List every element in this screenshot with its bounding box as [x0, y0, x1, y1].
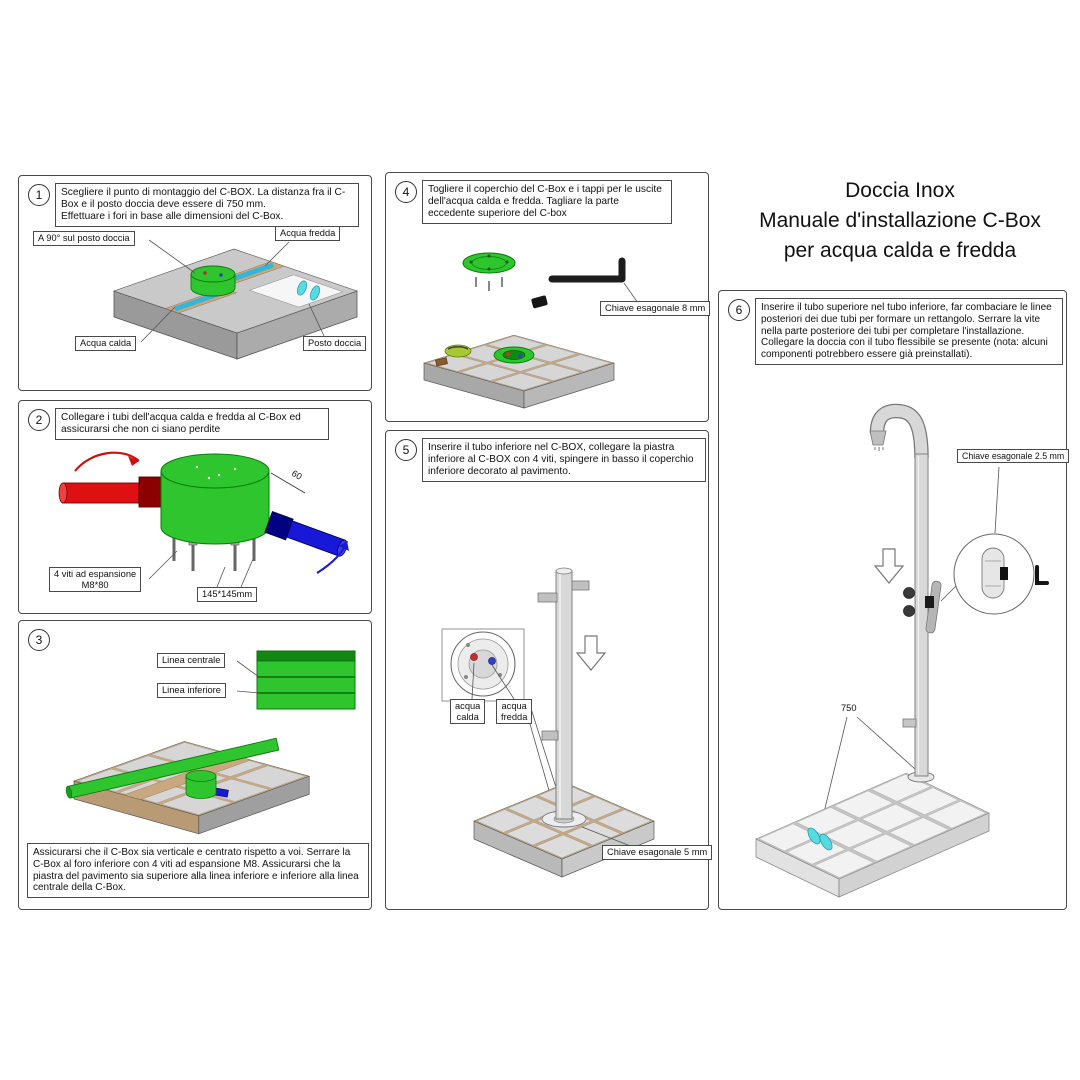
mixer-knobs — [903, 587, 915, 617]
cbox — [160, 453, 270, 545]
cbox-open-top — [493, 346, 535, 364]
leader-lines — [623, 282, 639, 304]
step-2-illustration: 60 — [58, 451, 349, 588]
step-1-illustration — [113, 239, 358, 360]
step-1-number: 1 — [28, 184, 50, 206]
cbox — [185, 770, 229, 799]
outlet-stub-lower — [541, 730, 559, 741]
outlet-stub-left — [537, 592, 558, 603]
tiled-platform — [755, 772, 990, 898]
step-4-number: 4 — [395, 181, 417, 203]
title-line-3: per acqua calda e fredda — [783, 238, 1017, 262]
step-4-instruction: Togliere il coperchio del C-Box e i tapp… — [422, 180, 672, 225]
insert-down-arrow-icon — [873, 548, 905, 584]
title-line-1: Doccia Inox — [845, 179, 955, 202]
label-plate-size: 145*145mm — [197, 587, 258, 602]
footprints-icon — [807, 827, 833, 851]
leader-lines — [140, 239, 325, 343]
step-5-number: 5 — [395, 439, 417, 461]
label-lower-line: Linea inferiore — [157, 683, 226, 698]
allen-key-icon — [1035, 565, 1049, 585]
step-6-panel: 6 Inserire il tubo superiore nel tubo in… — [718, 290, 1070, 910]
allen-key-icon — [531, 257, 626, 309]
shower-mat — [248, 274, 344, 308]
cut-cap — [531, 295, 548, 309]
flange-detail-inset — [441, 628, 525, 702]
label-hex-key-8: Chiave esagonale 8 mm — [600, 301, 711, 316]
shower-column — [869, 403, 929, 777]
step-1-panel: 1 Scegliere il punto di montaggio del C-… — [18, 175, 372, 391]
cbox — [190, 265, 236, 297]
outlet-stub-right — [571, 580, 590, 591]
label-cold-water: Acqua fredda — [275, 226, 341, 241]
step-3-panel: 3 — [18, 620, 372, 910]
step-5-panel: 5 Inserire il tubo inferiore nel C-BOX, … — [385, 430, 713, 910]
step-1-instruction: Scegliere il punto di montaggio del C-BO… — [55, 183, 359, 228]
lower-outlet — [902, 718, 917, 728]
removed-plugs — [435, 344, 472, 367]
label-shower-spot: Posto doccia — [303, 336, 367, 351]
label-angle-90: A 90° sul posto doccia — [33, 231, 135, 246]
label-cold-water: acqua fredda — [496, 699, 533, 725]
rotate-arrow-hot — [74, 451, 140, 472]
step-2-instruction: Collegare i tubi dell'acqua calda e fred… — [55, 408, 329, 441]
label-hot-water: acqua calda — [450, 699, 486, 725]
lower-tube — [537, 567, 590, 820]
step-4-panel: 4 Togliere il coperchio del C-Box e i ta… — [385, 172, 711, 422]
step-6-number: 6 — [728, 299, 750, 321]
hand-shower — [925, 580, 942, 634]
step-6-illustration — [755, 403, 1049, 898]
cbox-cover — [462, 252, 516, 291]
hot-water-hole — [470, 653, 478, 661]
title-line-2: Manuale d'installazione C-Box — [759, 208, 1041, 232]
label-center-line: Linea centrale — [157, 653, 226, 668]
set-screw — [1000, 567, 1008, 580]
step-4-illustration — [423, 252, 639, 409]
push-down-arrow-icon — [575, 635, 607, 671]
cold-water-pipe — [264, 511, 348, 557]
level-beam — [65, 737, 280, 799]
rotate-arrow-cold — [316, 540, 349, 574]
step-6-instruction: Inserire il tubo superiore nel tubo infe… — [755, 298, 1063, 365]
label-hex-key-2-5: Chiave esagonale 2.5 mm — [957, 449, 1070, 464]
step-5-illustration — [441, 567, 655, 878]
leader-lines — [994, 466, 1000, 534]
svg-text:60: 60 — [290, 468, 304, 482]
leader-lines — [236, 660, 260, 694]
dimension-60: 60 — [270, 468, 306, 494]
label-hex-key-5: Chiave esagonale 5 mm — [602, 845, 713, 860]
document-title: Doccia Inox Manuale d'installazione C-Bo… — [730, 176, 1070, 265]
label-expansion-screws: 4 viti ad espansione M8*80 — [49, 567, 142, 593]
clamp-detail-inset — [940, 533, 1049, 615]
label-hot-water: Acqua calda — [75, 336, 137, 351]
footprints-icon — [296, 280, 321, 301]
step-5-instruction: Inserire il tubo inferiore nel C-BOX, co… — [422, 438, 706, 483]
step-2-number: 2 — [28, 409, 50, 431]
hot-water-pipe — [58, 476, 166, 508]
step-3-illustration — [65, 650, 356, 835]
step-3-number: 3 — [28, 629, 50, 651]
shower-head — [869, 430, 887, 446]
step-3-instruction: Assicurarsi che il C-Box sia verticale e… — [27, 843, 369, 899]
mounting-slab — [113, 248, 358, 360]
cold-water-hole — [488, 657, 496, 665]
cbox-side-view — [256, 650, 356, 710]
step-2-panel: 2 Collegare i tubi dell'acqua calda e fr… — [18, 400, 372, 614]
dimension-750: 750 — [841, 703, 857, 713]
leader-lines — [148, 550, 254, 588]
